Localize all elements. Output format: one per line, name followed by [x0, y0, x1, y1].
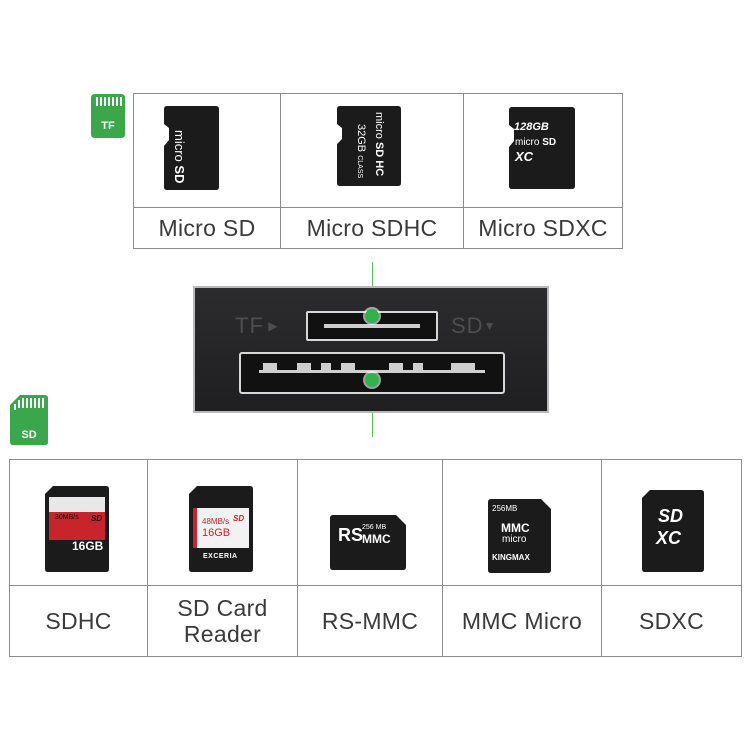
sdhc-speed: 30MB/s	[55, 514, 79, 521]
micro-sdxc-card-icon: 128GB micro SD XC	[509, 107, 575, 189]
sdhc-label: SDHC	[9, 585, 148, 657]
sdxc-label: SDXC	[601, 585, 742, 657]
tf-badge-icon: TF	[91, 94, 125, 138]
sdxc-xc: XC	[656, 528, 682, 548]
sd-card-brand: EXCERIA	[203, 553, 238, 560]
micro-sdhc-card-icon: micro SD HC 32GB CLASS	[337, 106, 401, 186]
micro-sdhc-label: Micro SDHC	[280, 207, 464, 249]
mmc-micro-micro: micro	[502, 534, 527, 545]
card-reader: TF ▶ SD▼	[193, 286, 549, 413]
mmc-micro-brand: KINGMAX	[492, 553, 530, 562]
rs-mmc-capacity: 256 MB	[362, 524, 387, 531]
mmc-micro-capacity: 256MB	[492, 504, 518, 513]
mmc-micro-label: MMC Micro	[442, 585, 602, 657]
tf-slot-indicator-dot	[365, 309, 379, 323]
sd-badge-label: SD	[21, 429, 37, 441]
micro-sdxc-capacity: 128GB	[514, 121, 549, 133]
micro-sdhc-card-text: micro SD HC	[373, 112, 385, 177]
micro-sd-card-icon: micro SD	[164, 106, 219, 190]
sdhc-card-icon: 30MB/s SD 16GB	[45, 486, 109, 572]
sdhc-capacity: 16GB	[72, 539, 104, 553]
sd-slot-indicator-dot	[365, 373, 379, 387]
reader-sd-label: SD▼	[451, 313, 497, 338]
rs-mmc-card-icon: RS 256 MB MMC	[330, 515, 406, 570]
sd-card-icon: 48MB/s SD 16GB EXCERIA	[189, 486, 253, 572]
micro-sdxc-xc: XC	[515, 149, 534, 164]
sd-card-logo: SD	[233, 514, 245, 523]
micro-sdxc-label: Micro SDXC	[463, 207, 623, 249]
sd-card-speed: 48MB/s	[202, 517, 230, 526]
micro-sd-card-text: micro SD	[172, 130, 187, 184]
micro-sdhc-capacity: 32GB CLASS	[355, 124, 367, 179]
sd-badge-icon: SD	[10, 395, 48, 445]
sd-card-capacity: 16GB	[202, 527, 231, 539]
micro-sd-label: Micro SD	[133, 207, 281, 249]
reader-tf-label: TF ▶	[235, 313, 279, 338]
rs-mmc-mmc: MMC	[362, 532, 391, 546]
rs-mmc-label: RS-MMC	[297, 585, 443, 657]
sdhc-logo: SD	[91, 514, 103, 523]
tf-badge-label: TF	[101, 120, 115, 132]
mmc-micro-mmc: MMC	[501, 521, 530, 535]
micro-sdxc-card-text: micro SD	[515, 137, 557, 148]
sdxc-card-icon: SD XC	[642, 490, 704, 572]
sdxc-sd: SD	[658, 506, 684, 526]
mmc-micro-card-icon: 256MB MMC micro KINGMAX	[488, 499, 551, 573]
sd-card-reader-label: SD Card Reader	[147, 585, 298, 657]
rs-mmc-rs: RS	[338, 525, 364, 545]
